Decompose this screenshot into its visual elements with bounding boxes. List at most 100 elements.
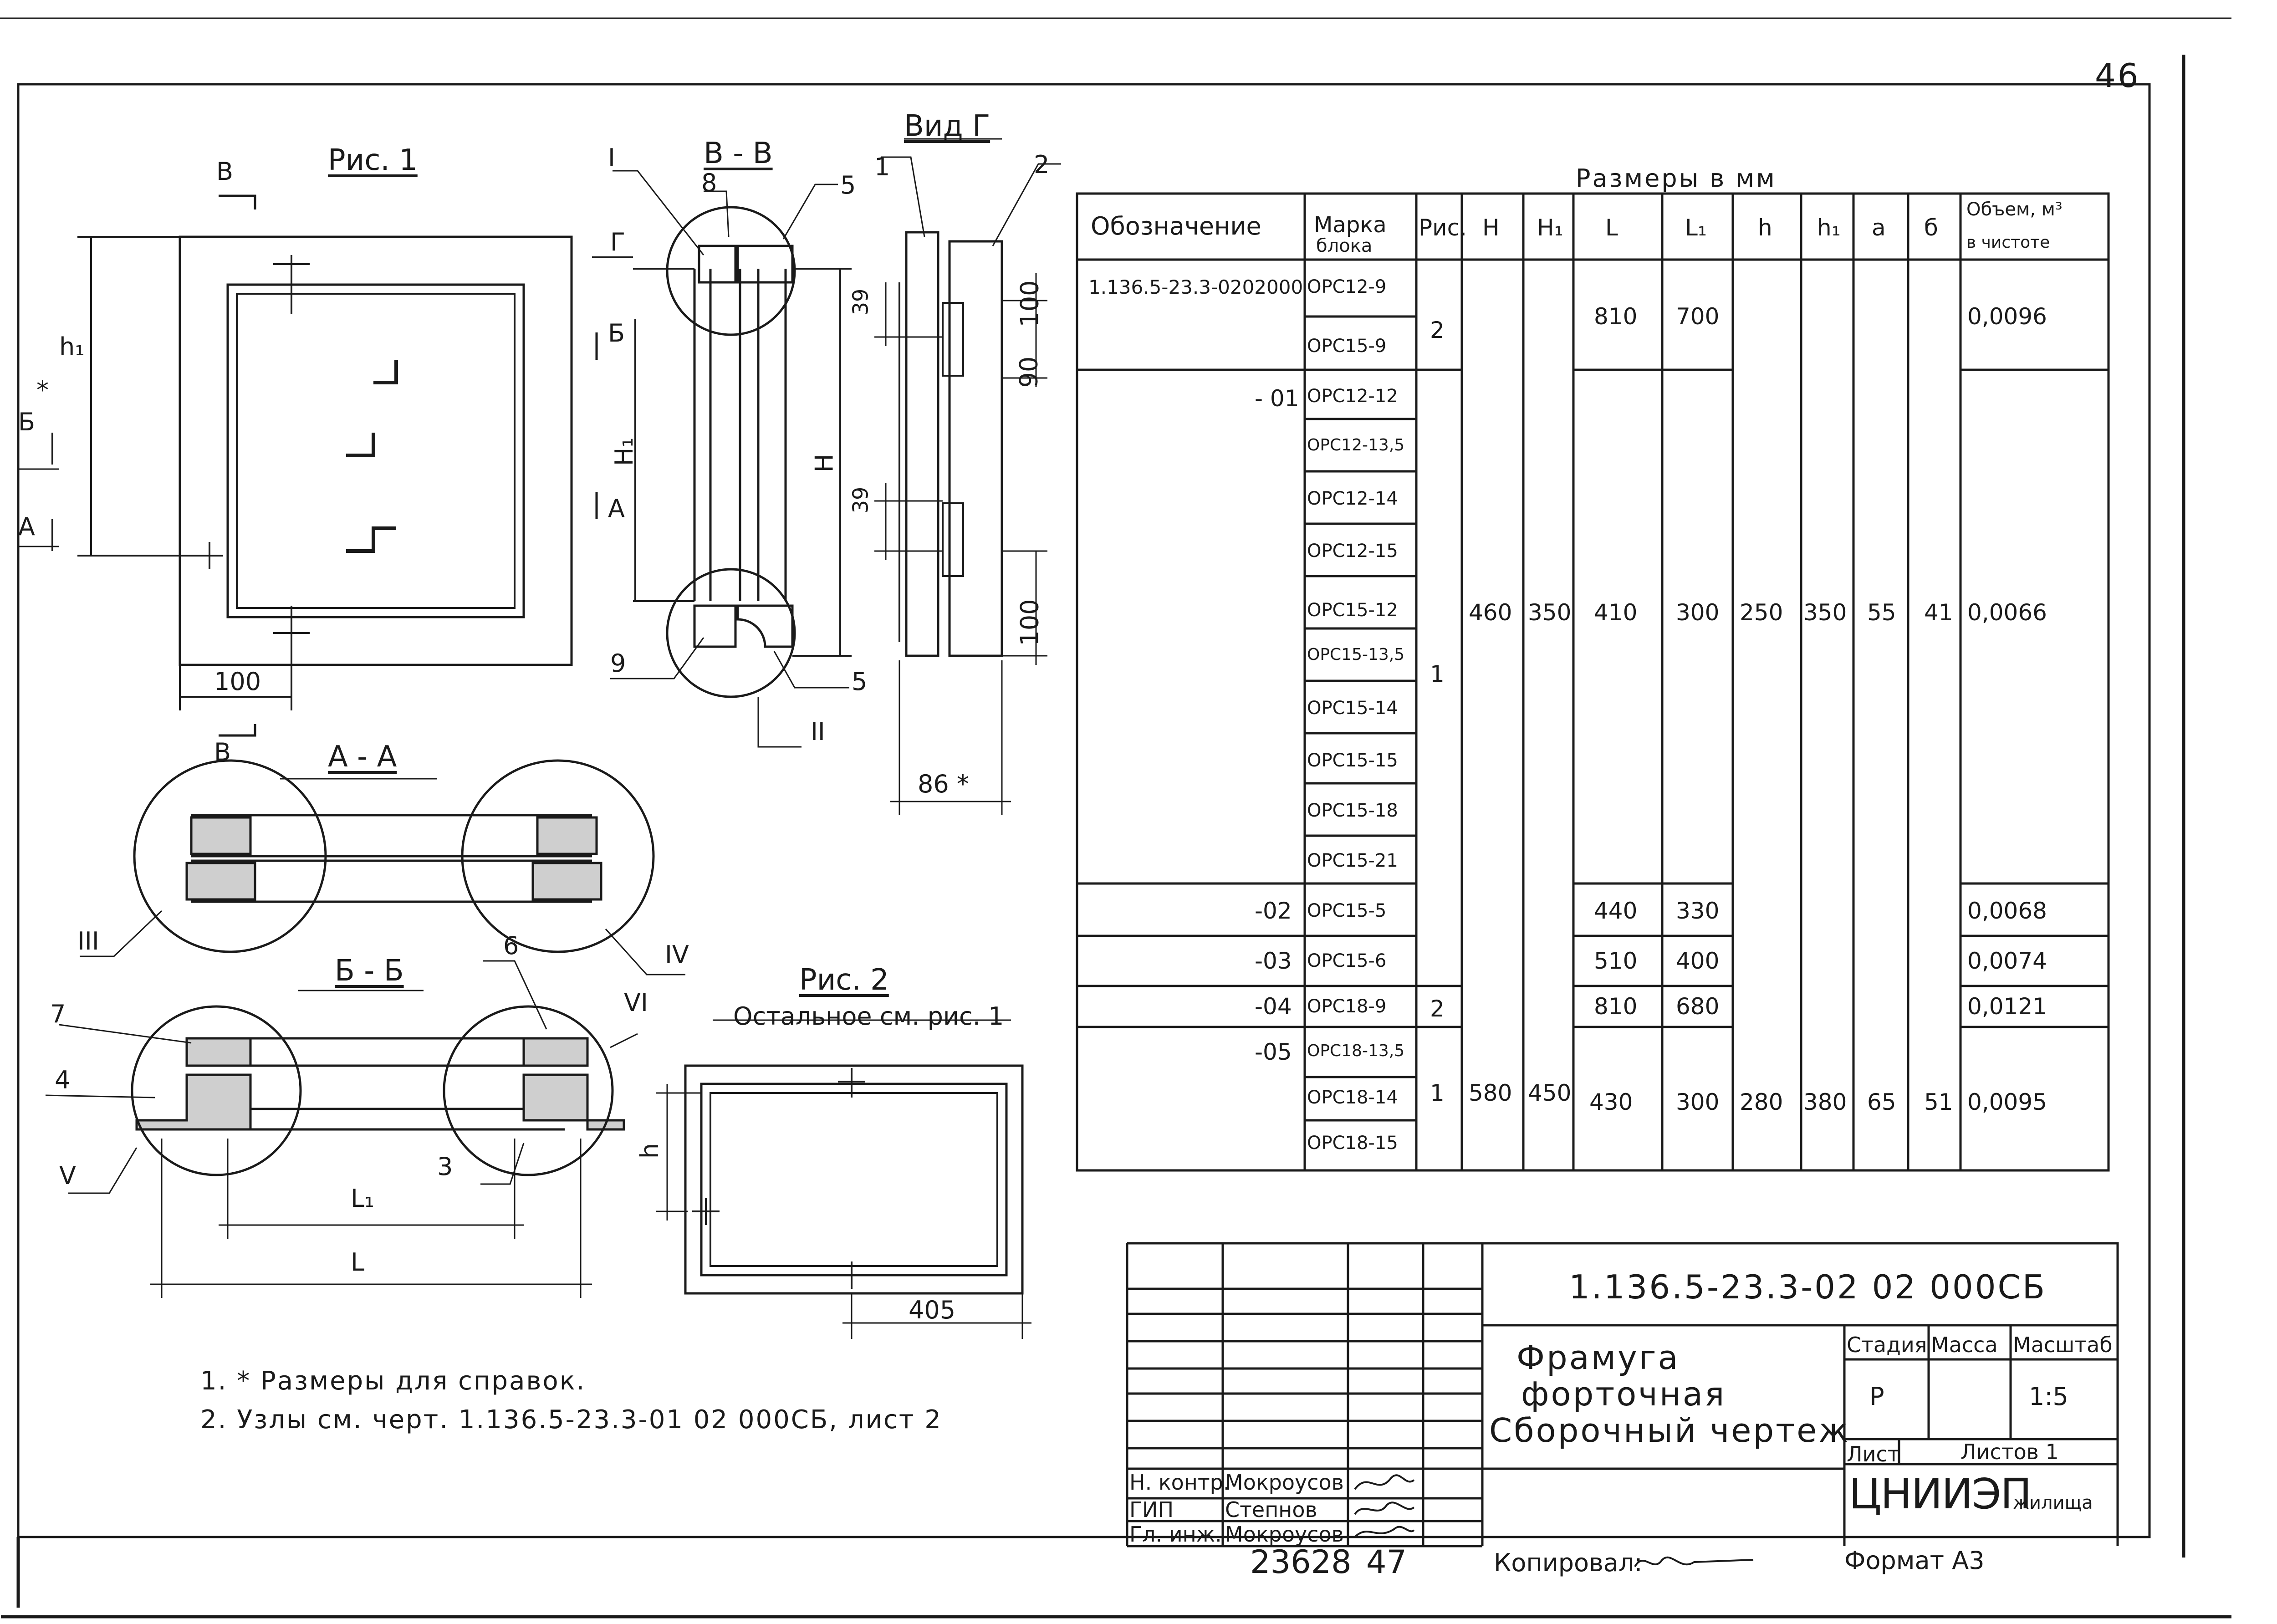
L-cell: 430 [1589, 1089, 1633, 1115]
L-cell: 410 [1594, 599, 1638, 626]
a-cell: 65 [1867, 1089, 1896, 1115]
mark-cell: ОРС15-12 [1307, 600, 1398, 621]
b-cell: 41 [1924, 599, 1953, 626]
L-cell: 810 [1594, 303, 1638, 330]
mark-cell: ОРС12-13,5 [1307, 436, 1405, 455]
view-g-dim-39-top: 39 [848, 288, 873, 316]
L-cell: 810 [1594, 993, 1638, 1020]
L1-cell: 400 [1676, 948, 1720, 974]
frame-edge [1, 55, 2231, 1619]
header-L1: L₁ [1685, 214, 1707, 241]
stage-header: Стадия [1847, 1333, 1927, 1357]
header-H1: H₁ [1537, 214, 1563, 241]
fig1-title: Рис. 1 [328, 143, 418, 177]
L1-cell: 300 [1676, 1089, 1720, 1115]
header-b: б [1924, 214, 1938, 241]
section-vv-a-label: А [608, 494, 625, 523]
fig1-h1-label: h₁ [59, 332, 85, 361]
header-fig: Рис. [1419, 214, 1467, 241]
L-cell: 440 [1594, 898, 1638, 924]
designation-row: -04 [1255, 993, 1292, 1020]
copier-signature [1634, 1556, 1754, 1568]
H-cell: 460 [1469, 599, 1512, 626]
h1-cell: 350 [1803, 599, 1847, 626]
fig1-a-label: А [18, 512, 35, 541]
a-cell: 55 [1867, 599, 1896, 626]
note-2: 2. Узлы см. черт. 1.136.5-23.3-01 02 000… [200, 1405, 942, 1435]
fig1-section-mark-top: В [216, 157, 234, 186]
h-cell: 250 [1740, 599, 1783, 626]
table-caption: Размеры в мм [1576, 164, 1777, 193]
mass-header: Масса [1931, 1333, 1998, 1357]
view-g-dim-86: 86 * [918, 770, 969, 798]
mark-cell: ОРС18-14 [1307, 1087, 1398, 1108]
fig2-dim-405: 405 [909, 1296, 956, 1324]
callout-I: I [608, 143, 615, 172]
page-number: 46 [2095, 56, 2140, 95]
fig-cell: 2 [1430, 996, 1445, 1022]
mark-cell: ОРС15-21 [1307, 850, 1398, 871]
fig1-star-label: * [36, 376, 49, 404]
volume-cell: 0,0121 [1967, 993, 2047, 1020]
title-block-grid [1126, 1242, 2119, 1547]
header-h: h [1758, 214, 1772, 241]
drawing-frame [17, 83, 2151, 1538]
callout-3: 3 [437, 1152, 453, 1181]
designation-row: -03 [1255, 948, 1292, 974]
h1-cell: 380 [1803, 1089, 1847, 1115]
role-label: Н. контр. [1129, 1470, 1230, 1495]
signature-marks [1354, 1474, 1415, 1538]
header-L: L [1605, 214, 1618, 241]
callout-V: V [59, 1161, 76, 1190]
H-cell: 580 [1469, 1080, 1512, 1106]
callout-5-top: 5 [840, 171, 856, 199]
view-g-dim-100-bottom: 100 [1015, 599, 1044, 646]
header-H: H [1482, 214, 1500, 241]
designation-row: -05 [1255, 1039, 1292, 1065]
fig2-drawing [656, 1019, 1031, 1339]
fig1-drawing [18, 194, 633, 737]
section-bb-drawing [45, 960, 729, 1298]
mark-cell: ОРС12-9 [1307, 276, 1387, 297]
fig1-view-mark: Г [610, 228, 625, 256]
header-designation: Обозначение [1091, 212, 1261, 240]
mark-cell: ОРС12-14 [1307, 488, 1398, 509]
fig2-title: Рис. 2 [799, 963, 889, 997]
fig1-b-label: Б [18, 408, 36, 436]
fig-cell: 2 [1430, 317, 1445, 343]
fig1-dim-100: 100 [214, 667, 261, 696]
scale-header: Масштаб [2013, 1333, 2113, 1357]
section-aa-title: А - А [328, 740, 397, 774]
volume-cell: 0,0096 [1967, 303, 2047, 330]
header-volume: Объем, м³ [1966, 199, 2063, 220]
view-g-drawing [874, 138, 1061, 815]
view-g-callout-1: 1 [874, 153, 890, 181]
section-vv-title: В - В [704, 137, 773, 170]
header-mark-sub: блока [1316, 235, 1373, 256]
view-g-title: Вид Г [904, 109, 990, 143]
role-label: ГИП [1129, 1497, 1174, 1522]
mark-cell: ОРС18-15 [1307, 1133, 1398, 1154]
mark-cell: ОРС15-15 [1307, 750, 1398, 771]
fig-cell: 1 [1430, 661, 1445, 687]
volume-cell: 0,0068 [1967, 898, 2047, 924]
designation-row: -02 [1255, 898, 1292, 924]
mark-cell: ОРС12-12 [1307, 386, 1398, 407]
org-suffix: жилища [2013, 1492, 2093, 1513]
volume-cell: 0,0066 [1967, 599, 2047, 626]
b-cell: 51 [1924, 1089, 1953, 1115]
role-label: Гл. инж. [1129, 1522, 1222, 1547]
view-g-callout-2: 2 [1034, 150, 1050, 179]
note-1: 1. * Размеры для справок. [200, 1366, 586, 1396]
mark-cell: ОРС12-15 [1307, 541, 1398, 562]
mark-cell: ОРС15-18 [1307, 800, 1398, 821]
view-g-dim-100-top: 100 [1015, 280, 1044, 327]
callout-9: 9 [610, 649, 626, 678]
mark-cell: ОРС15-13,5 [1307, 645, 1405, 664]
mark-cell: ОРС15-9 [1307, 336, 1387, 357]
fig2-subtitle: Остальное см. рис. 1 [733, 1002, 1004, 1031]
dim-L: L [351, 1248, 365, 1277]
callout-8: 8 [701, 169, 717, 197]
dim-L1: L₁ [351, 1184, 374, 1213]
header-a: a [1872, 214, 1886, 241]
